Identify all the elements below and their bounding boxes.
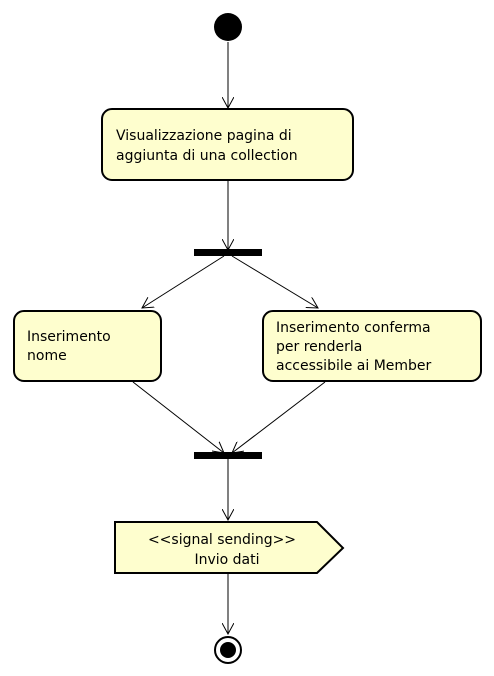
final-node [214,636,242,664]
action-inserimento-conferma: Inserimento conferma per renderla access… [262,310,482,382]
send-signal-label: Invio dati [194,552,259,568]
send-signal-shape [114,521,345,574]
fork-bar [194,249,262,256]
action-visualizzazione: Visualizzazione pagina di aggiunta di un… [101,108,354,181]
action-inserimento-nome-line-2: nome [27,348,67,364]
action-inserimento-nome: Inserimento nome [13,310,162,382]
action-inserimento-conferma-box [262,310,482,382]
send-signal-invio-dati: <<signal sending>> Invio dati [114,521,345,574]
action-inserimento-nome-box [13,310,162,382]
edge-fork-to-inserimento-nome [142,255,225,308]
edges [132,42,326,634]
join-bar [194,452,262,459]
action-inserimento-nome-line-1: Inserimento [27,329,111,345]
action-visualizzazione-box [101,108,354,181]
final-node-inner-dot [220,642,236,658]
action-inserimento-conferma-line-2: per renderla [276,339,362,355]
edge-inserimento-conferma-to-join [232,381,326,453]
action-inserimento-conferma-line-3: accessibile ai Member [276,358,432,374]
edge-fork-to-inserimento-conferma [231,255,318,308]
initial-node [214,13,242,41]
action-inserimento-conferma-line-1: Inserimento conferma [276,320,431,336]
action-visualizzazione-line-2: aggiunta di una collection [116,148,298,164]
edge-inserimento-nome-to-join [132,381,224,453]
action-visualizzazione-line-1: Visualizzazione pagina di [116,128,292,144]
send-signal-stereotype: <<signal sending>> [148,532,296,548]
